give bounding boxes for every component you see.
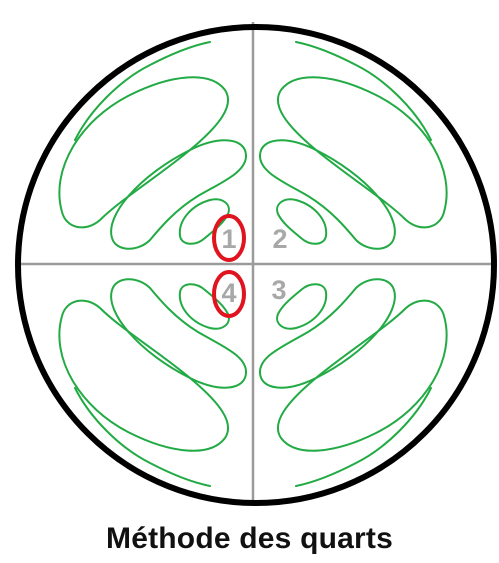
contours-bottom-right (260, 279, 447, 486)
quadrant-label-1: 1 (221, 224, 236, 254)
quarter-method-diagram: 1 2 3 4 (0, 0, 499, 510)
diagram-caption: Méthode des quarts (0, 521, 499, 557)
contours-top-right (260, 42, 447, 249)
contours-top-left (59, 42, 246, 249)
quadrant-label-3: 3 (271, 275, 286, 305)
quadrant-label-4: 4 (221, 278, 236, 308)
quadrant-label-2: 2 (272, 224, 287, 254)
